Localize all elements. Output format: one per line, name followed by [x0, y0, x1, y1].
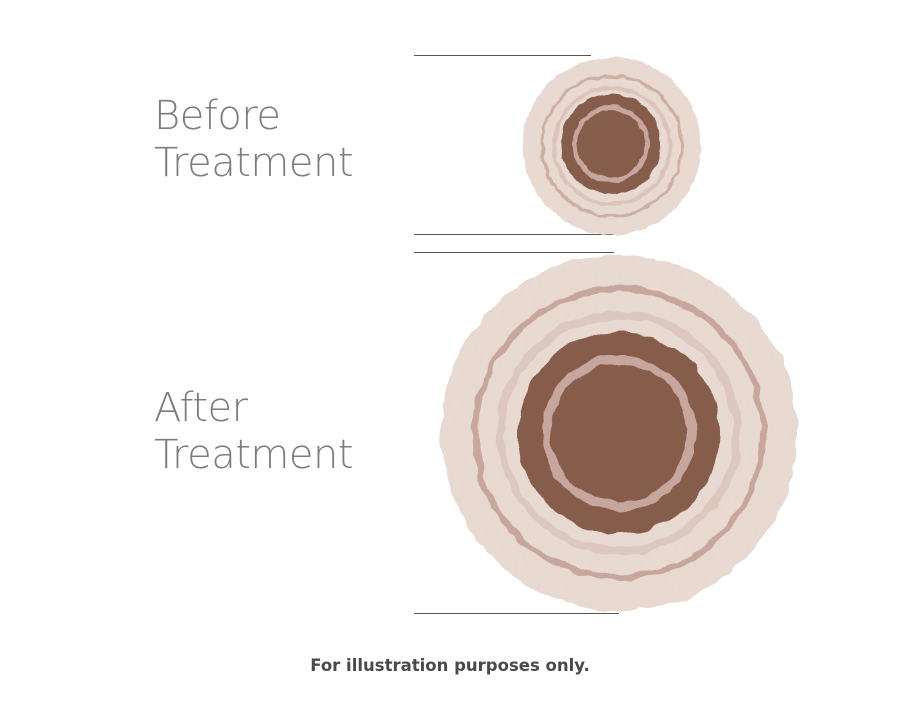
before-treatment-label: Before Treatment [154, 93, 354, 187]
illustration-disclaimer: For illustration purposes only. [310, 656, 590, 675]
before-pore-ring [572, 105, 650, 183]
before-label-line2: Treatment [154, 140, 354, 186]
before-outer-ring [540, 74, 684, 218]
after-outer-ring [472, 286, 766, 580]
before-label-line1: Before [154, 93, 281, 139]
before-top-rule [414, 55, 591, 56]
after-pore-ring [541, 355, 697, 511]
after-label-line1: After [154, 385, 248, 431]
after-top-rule [414, 252, 614, 253]
before-pore-illustration [523, 57, 701, 235]
before-bottom-rule [414, 234, 614, 235]
after-label-line2: Treatment [154, 432, 354, 478]
after-bottom-rule [414, 613, 619, 614]
before-inner-halo [552, 86, 672, 206]
after-treatment-label: After Treatment [154, 385, 354, 479]
after-inner-halo [497, 311, 741, 555]
after-pore-illustration [441, 255, 797, 611]
